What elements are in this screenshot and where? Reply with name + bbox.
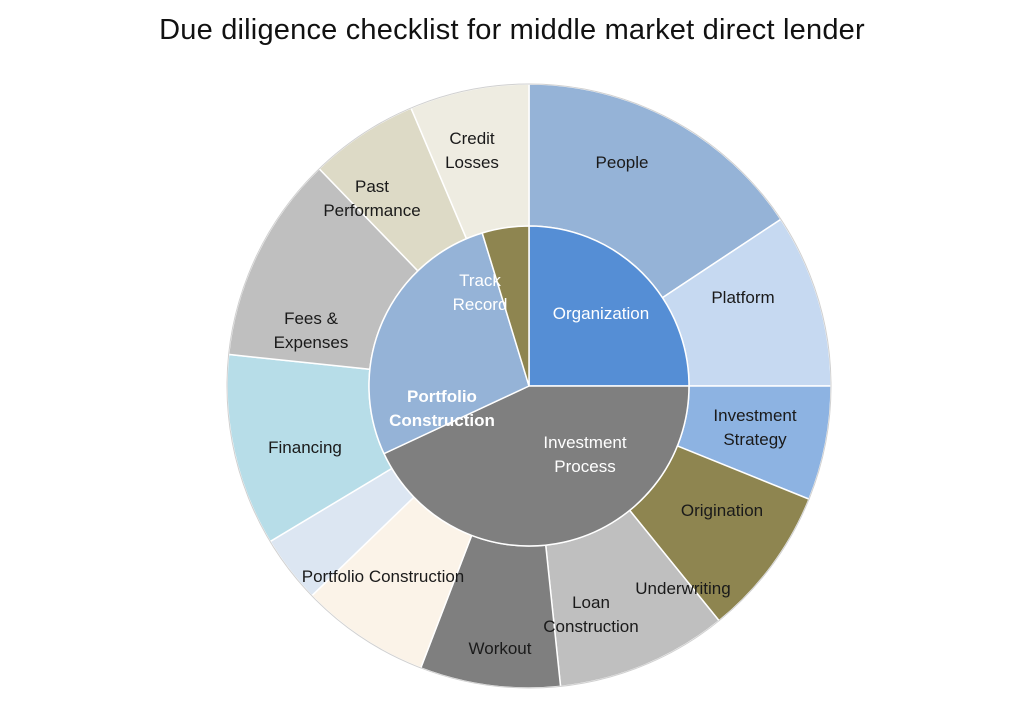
inner-label-track-record-line: Record (453, 295, 508, 314)
outer-label-past-performance-line: Performance (323, 201, 420, 220)
outer-label-workout-line: Workout (469, 639, 532, 658)
outer-label-loan-construction-line: Construction (543, 617, 638, 636)
outer-label-origination: Origination (681, 501, 763, 520)
outer-label-past-performance-line: Past (355, 177, 389, 196)
outer-label-loan-construction-line: Loan (572, 593, 610, 612)
outer-label-platform: Platform (711, 288, 774, 307)
outer-label-credit-losses-line: Credit (449, 129, 495, 148)
outer-label-investment-strategy-line: Investment (713, 406, 796, 425)
inner-segment-investment-process (382, 385, 690, 547)
inner-segment-portfolio-construction (368, 232, 530, 455)
outer-label-platform-line: Platform (711, 288, 774, 307)
inner-label-portfolio-construction-line: Construction (389, 411, 495, 430)
outer-label-people-line: People (596, 153, 649, 172)
outer-label-portfolio-construction-outer: Portfolio Construction (302, 567, 465, 586)
outer-label-financing: Financing (268, 438, 342, 457)
inner-label-portfolio-construction-line: Portfolio (407, 387, 477, 406)
outer-label-investment-strategy-line: Strategy (723, 430, 787, 449)
outer-label-origination-line: Origination (681, 501, 763, 520)
outer-label-financing-line: Financing (268, 438, 342, 457)
outer-label-fees-expenses-line: Expenses (274, 333, 349, 352)
page-title: Due diligence checklist for middle marke… (159, 14, 865, 46)
inner-label-investment-process-line: Process (554, 457, 615, 476)
inner-segment-track-record (481, 225, 530, 387)
inner-label-organization: Organization (553, 304, 649, 323)
inner-segment-organization (528, 225, 690, 387)
outer-label-underwriting: Underwriting (635, 579, 730, 598)
outer-label-credit-losses-line: Losses (445, 153, 499, 172)
outer-label-fees-expenses-line: Fees & (284, 309, 339, 328)
outer-label-people: People (596, 153, 649, 172)
inner-label-track-record-line: Track (459, 271, 501, 290)
outer-label-portfolio-construction-outer-line: Portfolio Construction (302, 567, 465, 586)
inner-label-organization-line: Organization (553, 304, 649, 323)
outer-rim (226, 83, 832, 689)
outer-label-workout: Workout (469, 639, 532, 658)
inner-label-investment-process-line: Investment (543, 433, 626, 452)
outer-label-fees-expenses: Fees & Expenses (274, 309, 349, 352)
outer-label-underwriting-line: Underwriting (635, 579, 730, 598)
